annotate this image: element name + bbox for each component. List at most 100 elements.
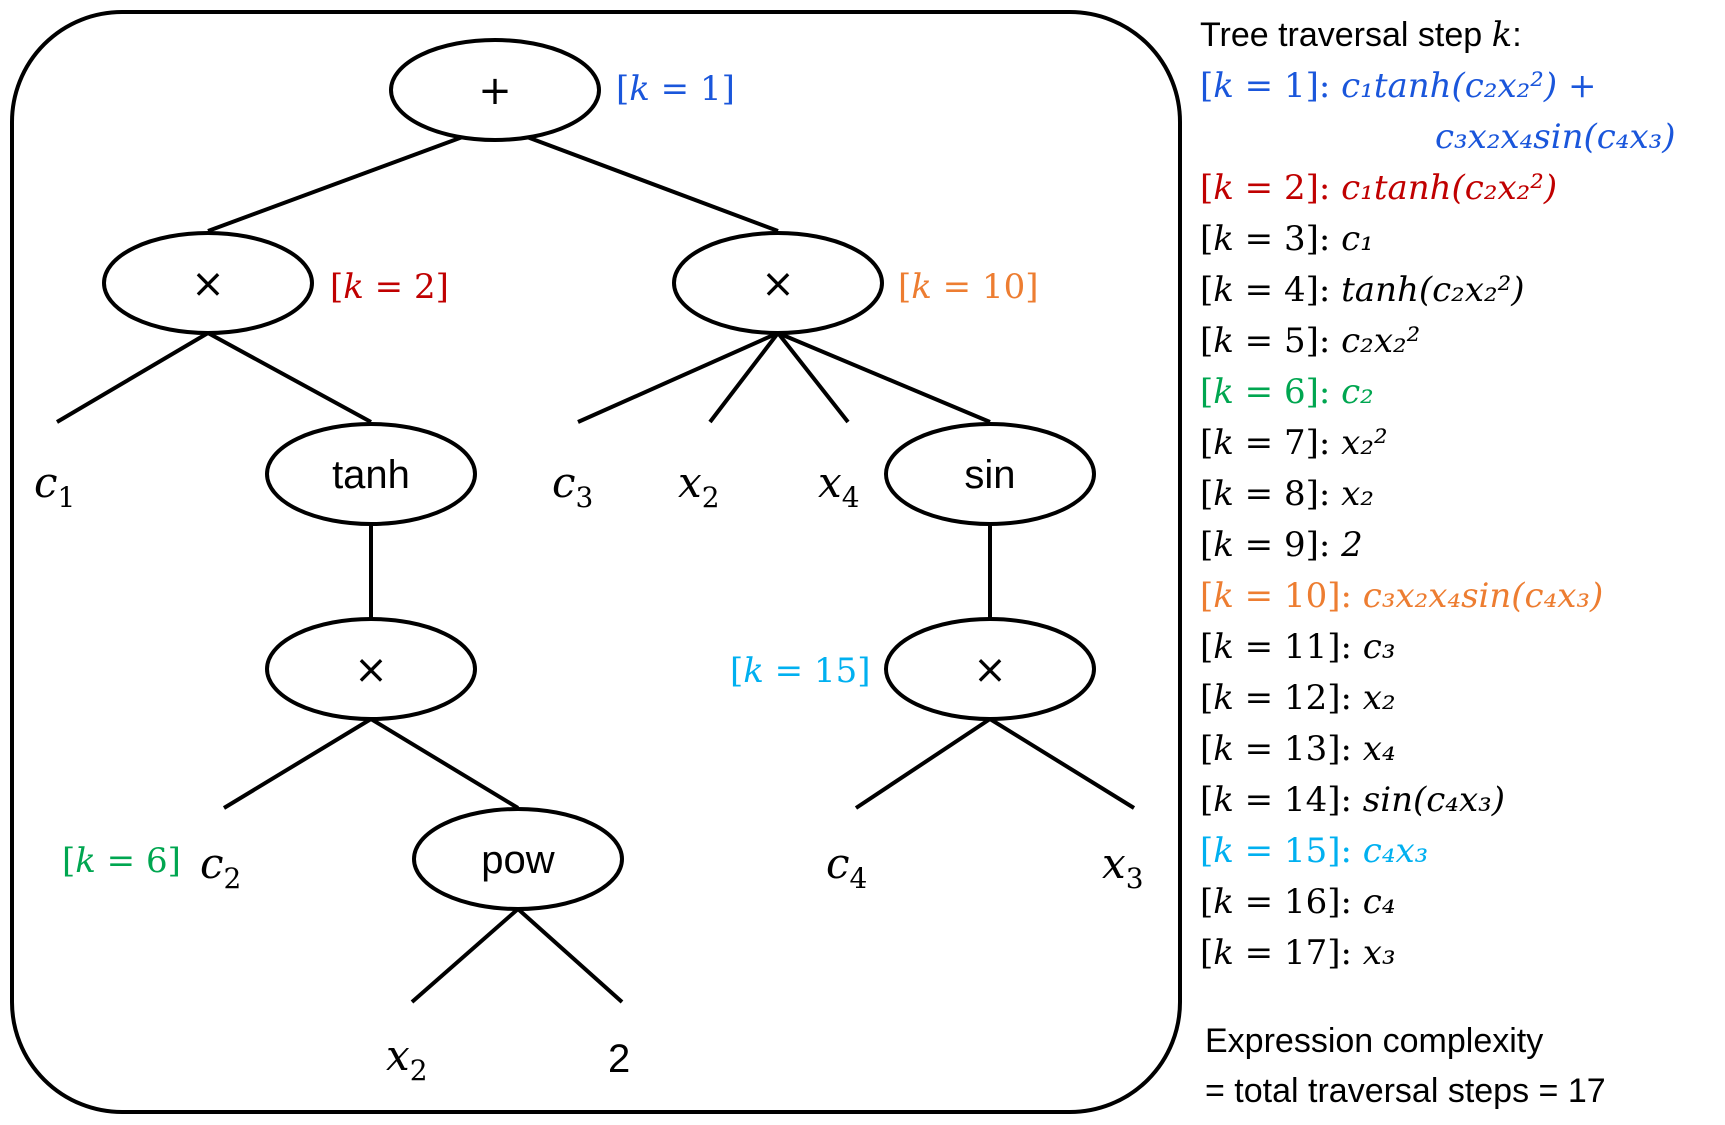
leaf-x4: x4 xyxy=(818,458,860,514)
step-expression: c₁tanh(c₂x₂²) + xyxy=(1341,66,1597,106)
step-var: k xyxy=(1213,423,1234,463)
step-label-k10: [k = 10] xyxy=(898,267,1039,307)
step-number: = 6]: xyxy=(1233,372,1342,412)
step-expression: c₃x₂x₄sin(c₄x₃) xyxy=(1362,576,1604,616)
complexity-line-2: = total traversal steps = 17 xyxy=(1205,1072,1606,1110)
step-bracket: [ xyxy=(1200,321,1214,361)
step-number: = 5]: xyxy=(1233,321,1342,361)
edge-mul-right-sin xyxy=(777,331,991,424)
step-number: = 8]: xyxy=(1233,474,1342,514)
step-var: k xyxy=(1213,219,1234,259)
step-expression: x₄ xyxy=(1362,729,1396,769)
step-number: = 2]: xyxy=(1233,168,1342,208)
leaf-c1: c1 xyxy=(34,458,75,514)
step-number: = 11]: xyxy=(1233,627,1363,667)
complexity-note: Expression complexity = total traversal … xyxy=(1205,1016,1606,1116)
legend-step-row: [k = 7]: x₂² xyxy=(1200,418,1720,469)
complexity-line-1: Expression complexity xyxy=(1205,1022,1544,1060)
step-label-k1: [k = 1] xyxy=(616,69,735,109)
step-var: k xyxy=(1213,627,1234,667)
legend-step-row: [k = 10]: c₃x₂x₄sin(c₄x₃) xyxy=(1200,571,1720,622)
step-number: = 15]: xyxy=(1233,831,1363,871)
step-expression: c₁ xyxy=(1341,219,1374,259)
node-label: tanh xyxy=(332,453,410,497)
node-tanh: tanh xyxy=(265,422,477,526)
step-bracket: [ xyxy=(1200,474,1214,514)
node-label: sin xyxy=(964,453,1015,497)
leaf-two: 2 xyxy=(608,1037,630,1081)
step-bracket: [ xyxy=(1200,627,1214,667)
leaf-c2: c2 xyxy=(200,839,241,895)
legend-step-row: [k = 9]: 2 xyxy=(1200,520,1720,571)
step-number: = 9]: xyxy=(1233,525,1342,565)
node-label: × xyxy=(354,647,388,693)
step-var: k xyxy=(1213,831,1234,871)
step-var: k xyxy=(1213,729,1234,769)
step-number: = 12]: xyxy=(1233,678,1363,718)
step-label-k6: [k = 6] xyxy=(62,841,181,881)
edge-mul-sin-x3 xyxy=(988,717,1136,810)
step-bracket: [ xyxy=(1200,576,1214,616)
step-bracket: [ xyxy=(1200,729,1214,769)
node-mul-right: × xyxy=(672,231,884,335)
step-var: k xyxy=(1213,66,1234,106)
edge-pow-two xyxy=(516,907,624,1004)
edge-root-mul-left xyxy=(207,123,496,233)
node-sin: sin xyxy=(884,422,1096,526)
edge-mul-left-c1 xyxy=(55,331,210,424)
step-var: k xyxy=(1213,270,1234,310)
step-number: = 4]: xyxy=(1233,270,1342,310)
legend-step-row: [k = 8]: x₂ xyxy=(1200,469,1720,520)
step-var: k xyxy=(1213,576,1234,616)
legend-step-row: [k = 1]: c₁tanh(c₂x₂²) + xyxy=(1200,61,1720,112)
legend-step-row: [k = 3]: c₁ xyxy=(1200,214,1720,265)
step-bracket: [ xyxy=(1200,678,1214,718)
node-label: × xyxy=(761,261,795,307)
step-bracket: [ xyxy=(1200,66,1214,106)
step-expression: tanh(c₂x₂²) xyxy=(1341,270,1525,310)
step-bracket: [ xyxy=(1200,270,1214,310)
step-expression: c₂ xyxy=(1341,372,1374,412)
step-number: = 7]: xyxy=(1233,423,1342,463)
tree-frame xyxy=(10,10,1182,1114)
legend-step-row: [k = 16]: c₄ xyxy=(1200,877,1720,928)
step-bracket: [ xyxy=(1200,423,1214,463)
node-label: × xyxy=(973,647,1007,693)
step-number: = 17]: xyxy=(1233,933,1363,973)
step-expression: c₄ xyxy=(1362,882,1396,922)
step-bracket: [ xyxy=(1200,780,1214,820)
step-number: = 14]: xyxy=(1233,780,1363,820)
step-expression: c₁tanh(c₂x₂²) xyxy=(1341,168,1558,208)
step-var: k xyxy=(1213,168,1234,208)
step-bracket: [ xyxy=(1200,372,1214,412)
legend-step-continuation: c₃x₂x₄sin(c₄x₃) xyxy=(1435,117,1676,157)
node-root-plus: + xyxy=(389,38,601,142)
edge-mul-tanh-pow xyxy=(369,717,520,810)
node-mul-sin: × xyxy=(884,617,1096,721)
edge-mul-left-tanh xyxy=(207,331,372,424)
legend-step-row: [k = 15]: c₄x₃ xyxy=(1200,826,1720,877)
step-bracket: [ xyxy=(1200,933,1214,973)
node-pow: pow xyxy=(412,807,624,911)
step-label-k15: [k = 15] xyxy=(730,651,871,691)
step-var: k xyxy=(1213,321,1234,361)
legend-steps: [k = 1]: c₁tanh(c₂x₂²) +c₃x₂x₄sin(c₄x₃)[… xyxy=(1200,61,1720,979)
step-expression: x₂ xyxy=(1341,474,1374,514)
node-mul-tanh: × xyxy=(265,617,477,721)
legend-step-row: [k = 11]: c₃ xyxy=(1200,622,1720,673)
leaf-x2: x2 xyxy=(678,458,720,514)
node-mul-left: × xyxy=(102,231,314,335)
legend-step-row: [k = 2]: c₁tanh(c₂x₂²) xyxy=(1200,163,1720,214)
step-number: = 10]: xyxy=(1233,576,1363,616)
edge-mul-right-x2 xyxy=(708,331,780,424)
node-label: × xyxy=(191,261,225,307)
step-bracket: [ xyxy=(1200,168,1214,208)
leaf-c3: c3 xyxy=(552,458,593,514)
step-number: = 3]: xyxy=(1233,219,1342,259)
step-expression: sin(c₄x₃) xyxy=(1362,780,1506,820)
step-bracket: [ xyxy=(1200,831,1214,871)
edge-mul-sin-c4 xyxy=(854,717,992,810)
legend-step-row: [k = 6]: c₂ xyxy=(1200,367,1720,418)
step-var: k xyxy=(1213,678,1234,718)
step-bracket: [ xyxy=(1200,525,1214,565)
